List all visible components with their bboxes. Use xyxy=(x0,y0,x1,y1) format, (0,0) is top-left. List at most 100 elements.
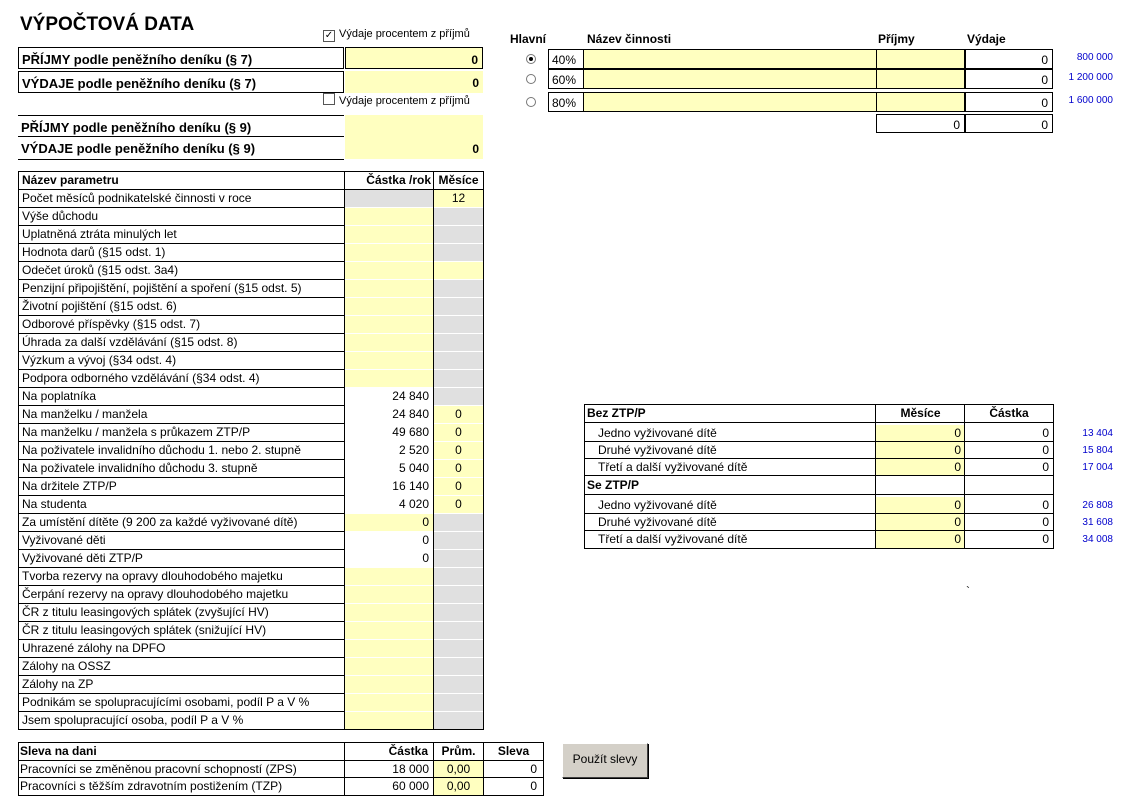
activity-income-input[interactable] xyxy=(876,92,965,112)
income-value-input[interactable] xyxy=(345,115,483,137)
param-amount-input[interactable] xyxy=(345,334,433,351)
param-months-input xyxy=(434,694,483,711)
child-row-label: Jedno vyživované dítě xyxy=(598,498,717,512)
header-amount: Částka xyxy=(989,406,1029,420)
param-amount-input[interactable] xyxy=(345,586,433,603)
grid-line xyxy=(18,387,345,388)
child-row-label: Třetí a další vyživované dítě xyxy=(598,460,748,474)
grid-line xyxy=(18,711,345,712)
param-amount-input xyxy=(345,190,433,207)
param-amount-input[interactable] xyxy=(345,658,433,675)
grid-line xyxy=(584,422,1054,423)
param-row-label: Na manželku / manžela xyxy=(22,407,148,421)
header-average: Prům. xyxy=(441,744,476,758)
grid-line xyxy=(433,171,434,729)
param-months-input[interactable]: 0 xyxy=(434,460,483,477)
activity-expense: 0 xyxy=(965,69,1053,89)
param-amount-input[interactable] xyxy=(345,568,433,585)
param-amount-input[interactable] xyxy=(345,712,433,729)
checkbox-checked-icon[interactable]: ✓ xyxy=(323,30,335,42)
activity-income-input[interactable] xyxy=(876,49,965,69)
grid-line xyxy=(18,639,345,640)
main-activity-radio[interactable] xyxy=(526,97,536,107)
child-amount: 0 xyxy=(1042,515,1049,529)
param-months-input xyxy=(434,280,483,297)
param-row-label: Zálohy na OSSZ xyxy=(22,659,111,673)
expense-percent-checkbox-7[interactable]: ✓Výdaje procentem z příjmů xyxy=(323,28,470,42)
child-months-input[interactable]: 0 xyxy=(876,514,965,531)
param-amount-input[interactable] xyxy=(345,604,433,621)
grid-line xyxy=(18,513,345,514)
param-amount-input[interactable] xyxy=(345,244,433,261)
param-row-label: Penzijní připojištění, pojištění a spoře… xyxy=(22,281,302,295)
grid-line xyxy=(18,207,345,208)
income-label: VÝDAJE podle peněžního deníku (§ 9) xyxy=(21,141,256,156)
param-amount-input[interactable] xyxy=(345,352,433,369)
percent-label: 40% xyxy=(548,49,584,69)
grid-line xyxy=(584,458,1054,459)
param-months-input[interactable]: 0 xyxy=(434,478,483,495)
discount-amount: 18 000 xyxy=(392,762,429,776)
percent-label: 80% xyxy=(548,92,584,112)
param-months-input[interactable]: 0 xyxy=(434,496,483,513)
child-limit: 26 808 xyxy=(1082,500,1113,511)
grid-line xyxy=(18,495,345,496)
activity-expense: 0 xyxy=(965,49,1053,69)
children-table-border xyxy=(584,404,1054,549)
param-amount-input[interactable] xyxy=(345,676,433,693)
param-amount-input[interactable] xyxy=(345,640,433,657)
activity-name-input[interactable] xyxy=(584,49,876,69)
discount-row-label: Pracovníci s těžším zdravotním postižení… xyxy=(20,779,283,793)
activity-name-input[interactable] xyxy=(584,92,876,112)
param-months-input[interactable] xyxy=(434,262,483,279)
child-months-input[interactable]: 0 xyxy=(876,497,965,514)
child-months-input[interactable]: 0 xyxy=(876,459,965,476)
param-amount-input[interactable] xyxy=(345,226,433,243)
param-amount-input[interactable] xyxy=(345,208,433,225)
main-activity-radio[interactable] xyxy=(526,74,536,84)
income-value-input[interactable]: 0 xyxy=(345,71,483,93)
param-row-label: Na poživatele invalidního důchodu 1. neb… xyxy=(22,443,301,457)
grid-line xyxy=(18,603,345,604)
income-value-input[interactable]: 0 xyxy=(345,47,483,69)
child-months-input[interactable]: 0 xyxy=(876,442,965,459)
param-months-input xyxy=(434,586,483,603)
param-months-input xyxy=(434,550,483,567)
param-amount-input: 24 840 xyxy=(345,388,433,405)
main-activity-radio[interactable] xyxy=(526,54,536,64)
discount-row-label: Pracovníci se změněnou pracovní schopnos… xyxy=(20,762,297,776)
param-amount-input: 49 680 xyxy=(345,424,433,441)
activity-name-input[interactable] xyxy=(584,69,876,89)
param-months-input[interactable]: 0 xyxy=(434,442,483,459)
param-row-label: Uplatněná ztráta minulých let xyxy=(22,227,177,241)
param-row-label: ČR z titulu leasingových splátek (snižuj… xyxy=(22,623,267,637)
param-months-input xyxy=(434,352,483,369)
income-label: VÝDAJE podle peněžního deníku (§ 7) xyxy=(18,71,344,93)
param-amount-input[interactable] xyxy=(345,622,433,639)
checkbox-unchecked-icon[interactable] xyxy=(323,93,335,105)
discount-average-input[interactable]: 0,00 xyxy=(434,761,483,778)
param-months-input[interactable]: 0 xyxy=(434,406,483,423)
apply-discount-button[interactable]: Použít slevy xyxy=(562,743,648,778)
child-row-label: Druhé vyživované dítě xyxy=(598,515,717,529)
expense-percent-checkbox-9[interactable]: Výdaje procentem z příjmů xyxy=(323,93,470,107)
child-limit: 13 404 xyxy=(1082,428,1113,439)
param-amount-input[interactable] xyxy=(345,316,433,333)
discount-average-input[interactable]: 0,00 xyxy=(434,778,483,795)
param-amount-input[interactable]: 0 xyxy=(345,514,433,531)
param-months-input[interactable]: 12 xyxy=(434,190,483,207)
total-income: 0 xyxy=(876,114,965,133)
child-months-input[interactable]: 0 xyxy=(876,531,965,548)
grid-line xyxy=(18,760,544,761)
activity-income-input[interactable] xyxy=(876,69,965,89)
param-months-input[interactable]: 0 xyxy=(434,424,483,441)
param-amount-input[interactable] xyxy=(345,694,433,711)
income-value-input[interactable]: 0 xyxy=(345,137,483,159)
param-months-input xyxy=(434,208,483,225)
param-amount-input[interactable] xyxy=(345,370,433,387)
param-amount-input[interactable] xyxy=(345,262,433,279)
child-months-input[interactable]: 0 xyxy=(876,425,965,442)
param-amount-input[interactable] xyxy=(345,280,433,297)
param-amount-input[interactable] xyxy=(345,298,433,315)
param-amount-input: 24 840 xyxy=(345,406,433,423)
